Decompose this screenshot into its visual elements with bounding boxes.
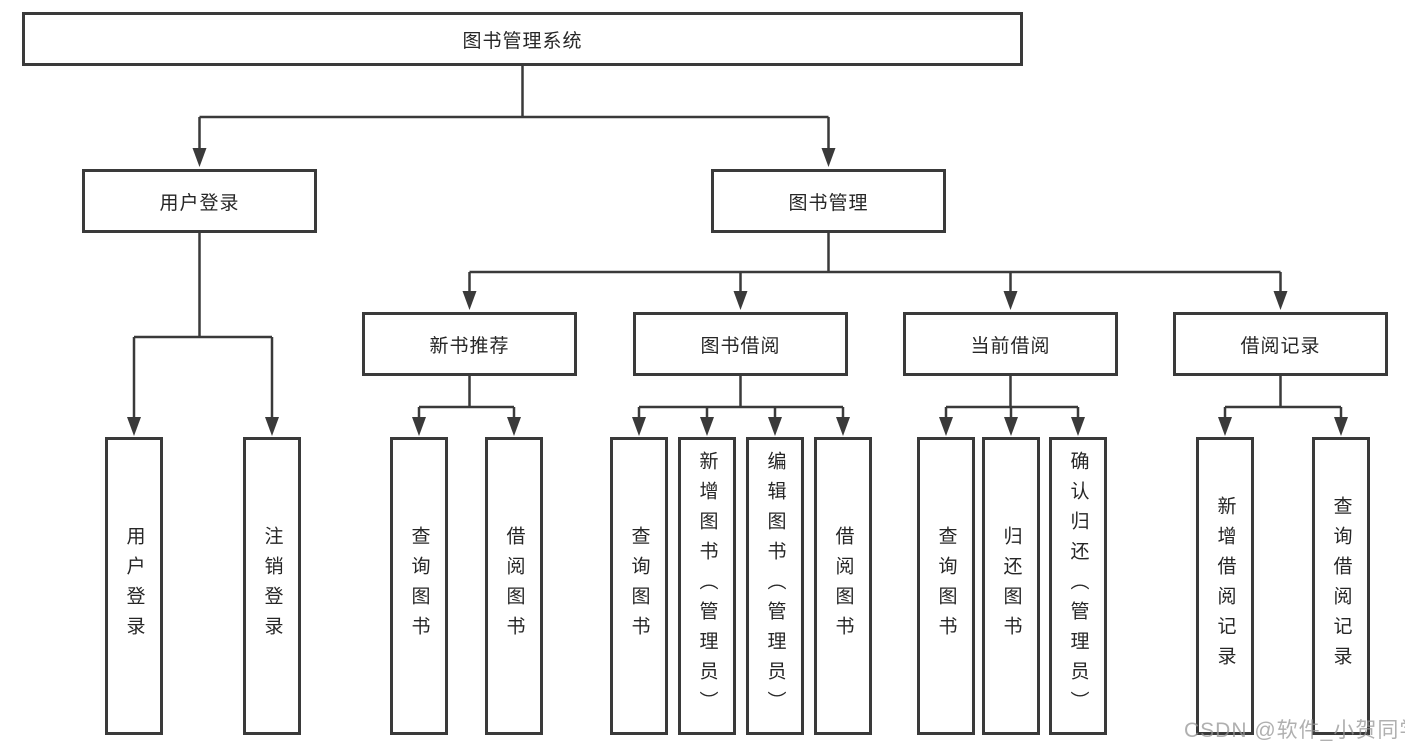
- node-label: 查询借阅记录: [1330, 496, 1352, 676]
- node-label: 新增图书（管理员）: [696, 451, 718, 721]
- leaf-borrow-books-borrowing: 借阅图书: [814, 437, 872, 735]
- node-label: 借阅图书: [832, 526, 854, 646]
- node-user-login: 用户登录: [82, 169, 317, 233]
- node-label: 图书管理: [788, 192, 869, 214]
- node-label: 用户登录: [159, 192, 240, 214]
- node-book-borrowing: 图书借阅: [633, 312, 848, 376]
- node-label: 图书借阅: [700, 335, 781, 357]
- node-label: 查询图书: [628, 526, 650, 646]
- leaf-borrow-books-recommend: 借阅图书: [485, 437, 543, 735]
- node-label: 当前借阅: [970, 335, 1051, 357]
- leaf-query-books-borrowing: 查询图书: [610, 437, 668, 735]
- node-label: 编辑图书（管理员）: [764, 451, 786, 721]
- node-label: 图书管理系统: [462, 30, 583, 52]
- leaf-query-books-current: 查询图书: [917, 437, 975, 735]
- leaf-confirm-return-admin: 确认归还（管理员）: [1049, 437, 1107, 735]
- leaf-add-books-admin: 新增图书（管理员）: [678, 437, 736, 735]
- leaf-query-borrow-record: 查询借阅记录: [1312, 437, 1370, 735]
- node-label: 借阅图书: [503, 526, 525, 646]
- node-label: 新书推荐: [429, 335, 510, 357]
- leaf-logout: 注销登录: [243, 437, 301, 735]
- node-new-book-recommendation: 新书推荐: [362, 312, 577, 376]
- node-label: 确认归还（管理员）: [1067, 451, 1089, 721]
- leaf-query-books-recommend: 查询图书: [390, 437, 448, 735]
- node-current-borrowing: 当前借阅: [903, 312, 1118, 376]
- node-label: 新增借阅记录: [1214, 496, 1236, 676]
- csdn-watermark: CSDN @软件_小贺同学: [1184, 719, 1405, 742]
- node-label: 用户登录: [123, 526, 145, 646]
- leaf-edit-books-admin: 编辑图书（管理员）: [746, 437, 804, 735]
- node-book-management: 图书管理: [711, 169, 946, 233]
- node-label: 借阅记录: [1240, 335, 1321, 357]
- node-label: 查询图书: [935, 526, 957, 646]
- node-borrowing-records: 借阅记录: [1173, 312, 1388, 376]
- arrowheads: [127, 148, 1348, 436]
- leaf-return-books: 归还图书: [982, 437, 1040, 735]
- node-label: 归还图书: [1000, 526, 1022, 646]
- node-library-management-system: 图书管理系统: [22, 12, 1023, 66]
- node-label: 查询图书: [408, 526, 430, 646]
- node-label: 注销登录: [261, 526, 283, 646]
- leaf-user-login: 用户登录: [105, 437, 163, 735]
- leaf-add-borrow-record: 新增借阅记录: [1196, 437, 1254, 735]
